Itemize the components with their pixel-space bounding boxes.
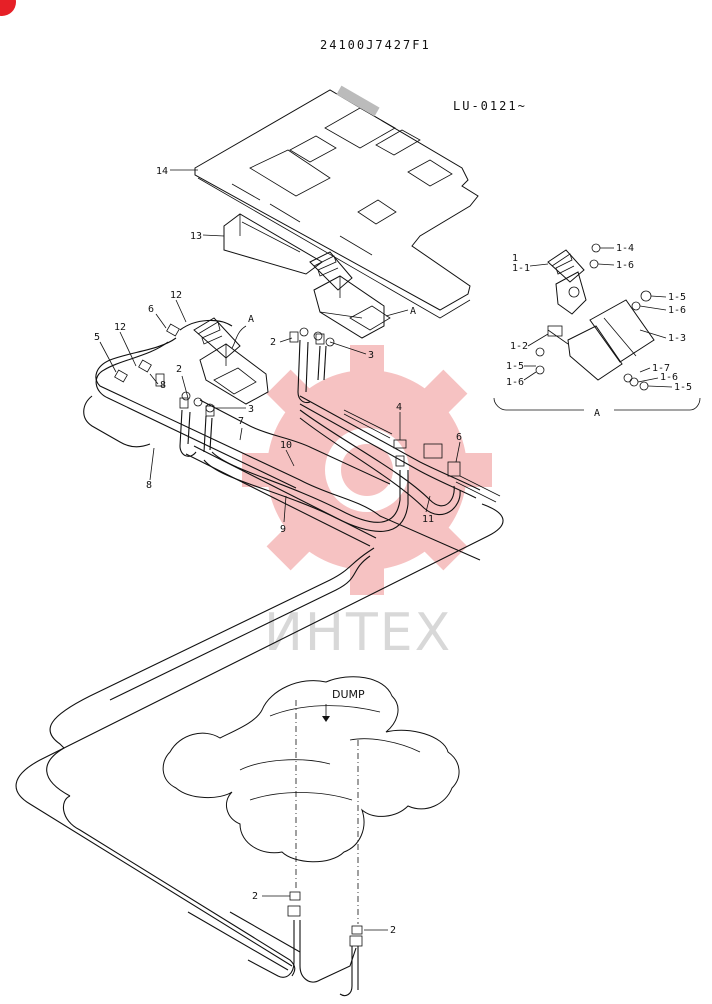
- callout-a-right: A: [410, 306, 416, 317]
- callout-8-top: 8: [160, 380, 166, 391]
- detail-label-1-6-mid: 1-6: [668, 305, 686, 316]
- callout-12-left: 12: [114, 322, 126, 333]
- callout-2-bottom-right: 2: [390, 925, 396, 936]
- hose-fittings: [114, 323, 405, 947]
- detail-label-1-5-left: 1-5: [506, 361, 524, 372]
- callout-9: 9: [280, 524, 286, 535]
- callout-13: 13: [190, 231, 202, 242]
- callout-3-right: 3: [368, 350, 374, 361]
- detail-label-1-6-left: 1-6: [506, 377, 524, 388]
- callout-5: 5: [94, 332, 100, 343]
- pedal-valve-left: [181, 317, 269, 413]
- serial-range: LU-0121~: [453, 99, 527, 113]
- dump-control-valve: [162, 676, 460, 924]
- hydraulic-lines: [15, 319, 504, 997]
- detail-label-1-2: 1-2: [510, 341, 528, 352]
- callout-12-top: 12: [170, 290, 182, 301]
- detail-caption-a: A: [594, 408, 600, 419]
- callout-6-right: 6: [456, 432, 462, 443]
- callout-a-left: A: [248, 314, 254, 325]
- detail-label-1-4: 1-4: [616, 243, 634, 254]
- detail-label-1-6-top: 1-6: [616, 260, 634, 271]
- floor-mat: [194, 85, 479, 319]
- callout-2-right: 2: [270, 337, 276, 348]
- watermark-text: ИНТЕХ: [264, 603, 452, 663]
- detail-label-1-5-bottom: 1-5: [674, 382, 692, 393]
- part-number: 24100J7427F1: [320, 38, 431, 52]
- detail-label-1: 1: [512, 253, 518, 264]
- detail-label-1-3: 1-3: [668, 333, 686, 344]
- mat-piece: [223, 213, 323, 275]
- callout-6-left: 6: [148, 304, 154, 315]
- dump-label: DUMP: [332, 688, 365, 701]
- callout-8-bottom: 8: [146, 480, 152, 491]
- detail-label-1-6-bottom: 1-6: [660, 372, 678, 383]
- callout-7: 7: [238, 416, 244, 427]
- detail-view-labels: 1 1-1 1-4 1-6 1-5 1-6 1-2 1-3 1-5 1-6 1-…: [506, 243, 692, 419]
- callout-10: 10: [280, 440, 292, 451]
- pedal-valve-right: [299, 251, 391, 347]
- detail-label-1-1: 1-1: [512, 263, 530, 274]
- callout-3-left: 3: [248, 404, 254, 415]
- callout-4: 4: [396, 402, 402, 413]
- callout-14: 14: [156, 166, 168, 177]
- callout-2-left: 2: [176, 364, 182, 375]
- detail-label-1-5-top: 1-5: [668, 292, 686, 303]
- callout-11: 11: [422, 514, 434, 525]
- callout-labels: 12 6 5 12 2 3 2 8 3 7 4 6 10 8 9 11 2 2: [94, 290, 462, 936]
- corner-badge: [0, 0, 16, 16]
- detail-label-1-7: 1-7: [652, 363, 670, 374]
- callout-2-bottom-left: 2: [252, 891, 258, 902]
